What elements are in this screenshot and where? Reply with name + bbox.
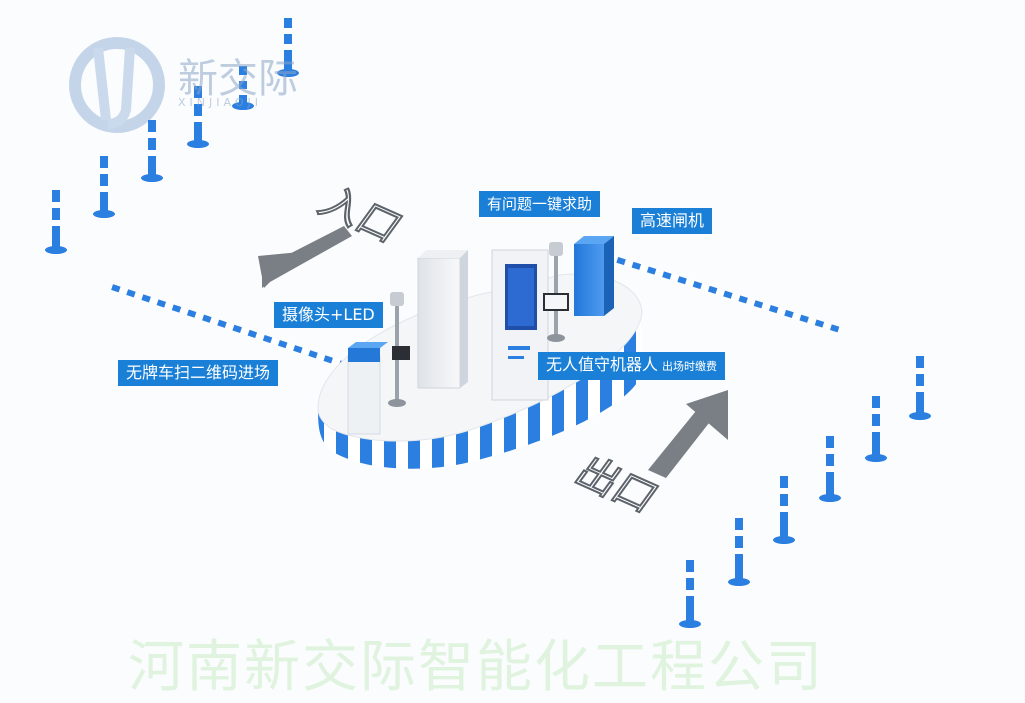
logo-subtitle: XINJIAOJI xyxy=(178,96,262,109)
bollard xyxy=(93,156,115,218)
bollard xyxy=(141,120,163,182)
callout-camera-led: 摄像头+LED xyxy=(274,302,383,328)
callout-robot-sub-text: 出场时缴费 xyxy=(662,360,718,373)
logo-mark xyxy=(69,37,165,133)
bollard xyxy=(909,356,931,420)
booth-tower xyxy=(417,250,468,389)
logo-wordmark: 新交际 xyxy=(178,56,298,102)
bollard xyxy=(819,436,841,502)
bollard xyxy=(277,18,299,77)
entry-arrow xyxy=(258,226,352,288)
bollard xyxy=(679,560,701,628)
callout-no-plate-entry: 无牌车扫二维码进场 xyxy=(118,360,279,386)
barrier-arm-right xyxy=(601,252,840,333)
bollard xyxy=(45,190,67,254)
callout-high-speed-gate-text: 高速闸机 xyxy=(640,211,705,230)
bollard xyxy=(728,518,750,586)
company-watermark: 河南新交际智能化工程公司 xyxy=(128,635,824,700)
bollard xyxy=(232,66,254,110)
bollard xyxy=(187,86,209,148)
callout-no-plate-entry-text: 无牌车扫二维码进场 xyxy=(126,363,271,382)
robot-kiosk xyxy=(491,249,549,401)
entry-gate xyxy=(347,342,388,435)
bollards-left xyxy=(45,18,299,254)
exit-arrow xyxy=(648,390,728,478)
barrier-arm-left xyxy=(111,284,369,376)
callout-robot-main-text: 无人值守机器人 xyxy=(546,355,659,374)
camera-pole-right xyxy=(543,242,569,342)
callout-robot: 无人值守机器人出场时缴费 xyxy=(538,352,726,380)
callout-camera-led-text: 摄像头+LED xyxy=(282,305,375,324)
high-speed-gate xyxy=(574,236,614,316)
bollard xyxy=(865,396,887,462)
callout-help-button-text: 有问题一键求助 xyxy=(487,195,593,213)
camera-pole-left xyxy=(388,292,410,407)
bollard xyxy=(773,476,795,544)
callout-high-speed-gate: 高速闸机 xyxy=(632,208,713,234)
bollards-right xyxy=(679,356,931,628)
callout-help-button: 有问题一键求助 xyxy=(479,191,601,217)
exit-floor-marking: 出口 xyxy=(566,449,668,521)
